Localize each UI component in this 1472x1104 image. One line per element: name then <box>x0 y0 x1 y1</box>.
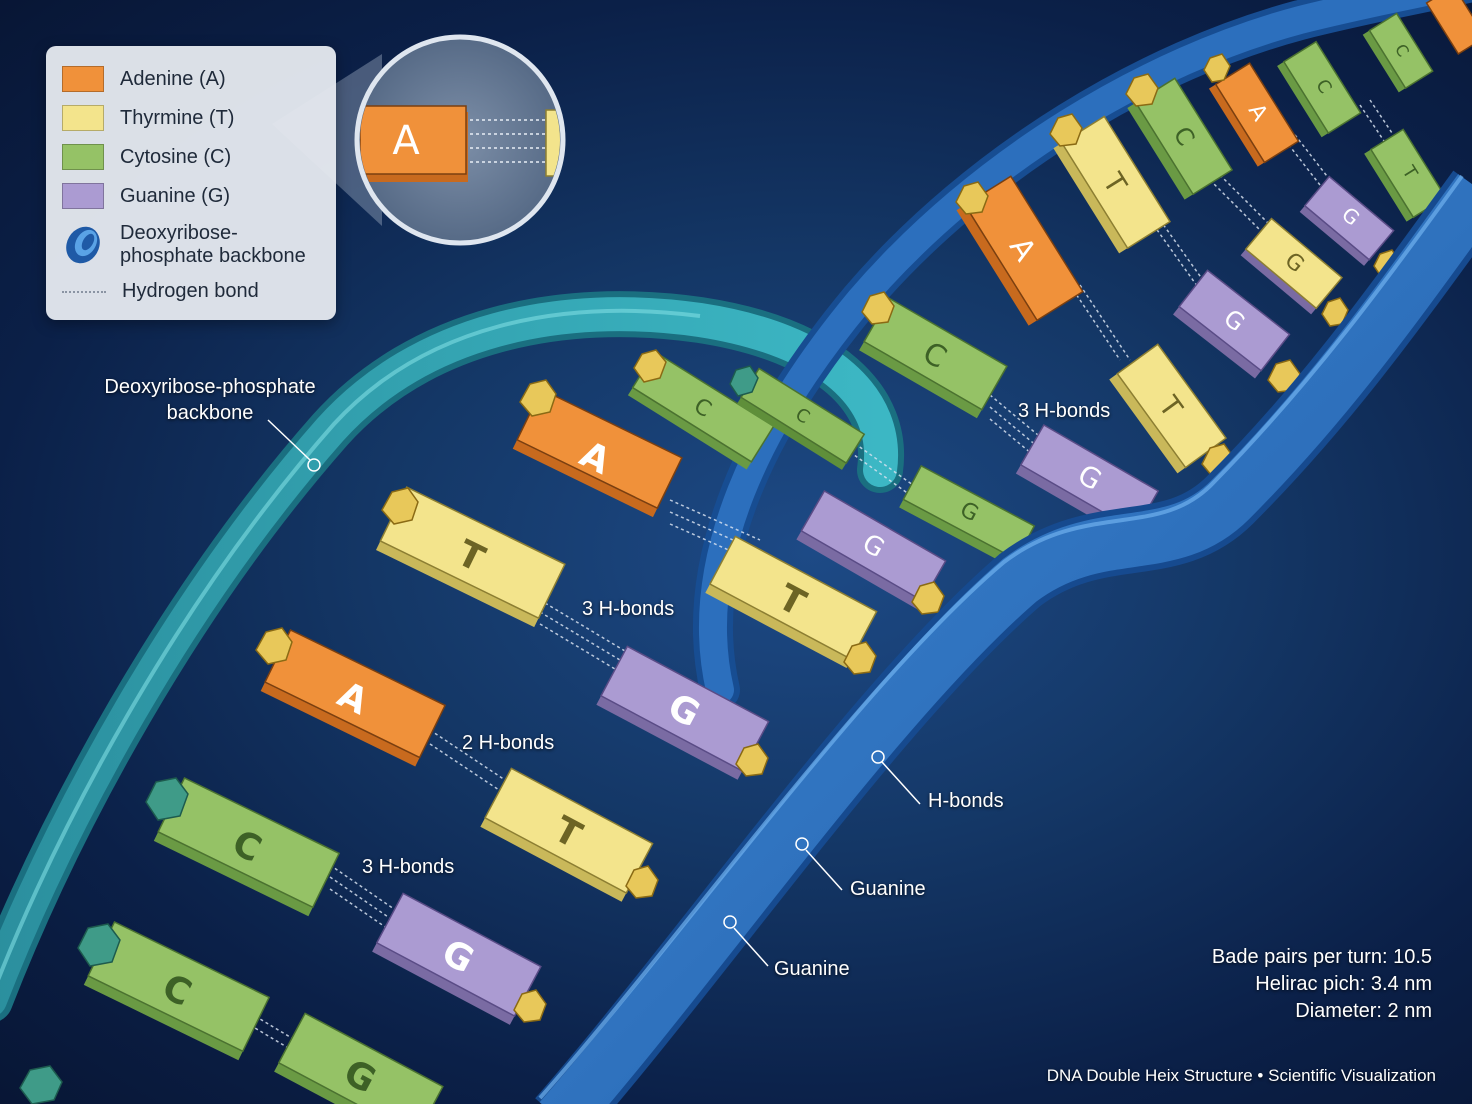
callout-hbonds-two: 2 H-bonds <box>462 732 555 754</box>
structure-facts: Bade pairs per turn: 10.5 Helirac pich: … <box>1212 944 1432 1025</box>
base-cytosine: C <box>1362 12 1434 93</box>
legend-label: Guanine (G) <box>120 184 231 207</box>
base-guanine: G <box>1240 217 1344 315</box>
callout-guanine-upper: Guanine <box>850 878 926 900</box>
base-adenine: A <box>512 388 683 518</box>
base-pairs: A T A C C C C <box>83 0 1472 1104</box>
callout-hbonds-upper: 3 H-bonds <box>1018 400 1111 422</box>
legend-swatch <box>62 105 104 131</box>
magnifier-callout: A <box>272 34 566 246</box>
legend-item-hydrogen-bond: Hydrogen bond <box>62 280 259 303</box>
base-thymine: T <box>1364 128 1447 222</box>
callout-leaders <box>267 419 921 967</box>
base-guanine: G <box>796 489 947 610</box>
base-adenine: A <box>956 175 1084 326</box>
legend: Adenine (A) Thyrmine (T) Cytosine (C) Gu… <box>46 46 336 320</box>
callout-guanine-lower: Guanine <box>774 958 850 980</box>
base-thymine: T <box>1053 115 1172 254</box>
legend-item-backbone: Deoxyribose-phosphate backbone <box>62 222 330 268</box>
legend-label: Deoxyribose-phosphate backbone <box>120 222 306 267</box>
backbone-ribbon-icon <box>66 226 100 264</box>
base-cytosine: C <box>1277 40 1362 138</box>
base-cytosine: C <box>859 297 1008 419</box>
callout-hbonds-middle: 3 H-bonds <box>582 598 675 620</box>
base-guanine: G <box>596 645 770 780</box>
backbone-strand-front <box>535 170 1472 1104</box>
base-adenine: A <box>1208 62 1300 167</box>
base-adenine <box>1425 0 1472 55</box>
footer-caption: DNA Double Heix Structure • Scientific V… <box>1046 1066 1436 1085</box>
base-thymine: T <box>480 767 654 902</box>
base-guanine: G <box>372 892 542 1025</box>
legend-label: Thyrmine (T) <box>120 106 235 129</box>
base-thymine: T <box>705 535 878 669</box>
base-guanine: G <box>1299 175 1395 266</box>
fact-diameter: Diameter: 2 nm <box>1295 1000 1432 1022</box>
legend-item-adenine: Adenine (A) <box>62 66 226 92</box>
callout-hbonds: H-bonds <box>928 790 1004 812</box>
callout-hbonds-lower: 3 H-bonds <box>362 856 455 878</box>
base-guanine: G <box>1173 269 1291 379</box>
base-cytosine: C <box>736 367 866 470</box>
hydrogen-bond-icon <box>62 290 106 293</box>
legend-swatch <box>62 144 104 170</box>
base-adenine: A <box>260 628 447 767</box>
base-cytosine: G <box>274 1012 444 1104</box>
callout-backbone: Deoxyribose-phosphate backbone <box>104 376 316 424</box>
legend-item-cytosine: Cytosine (C) <box>62 144 231 170</box>
legend-item-guanine: Guanine (G) <box>62 183 230 209</box>
base-thymine: T <box>1109 343 1228 474</box>
base-cytosine: G <box>899 464 1036 568</box>
legend-label: Hydrogen bond <box>122 280 259 302</box>
legend-label: Adenine (A) <box>120 67 226 90</box>
base-cytosine: C <box>627 350 775 470</box>
base-cytosine: C <box>83 920 271 1061</box>
legend-swatch <box>62 66 104 92</box>
magnifier-base-letter: A <box>392 118 420 164</box>
fact-base-pairs: Bade pairs per turn: 10.5 <box>1211 946 1432 968</box>
legend-item-thymine: Thyrmine (T) <box>62 105 234 131</box>
legend-label: Cytosine (C) <box>120 145 232 168</box>
backbone-strand-back-upper <box>693 0 1472 710</box>
base-cytosine: C <box>1127 77 1234 200</box>
legend-swatch <box>62 183 104 209</box>
fact-helical-pitch: Helirac pich: 3.4 nm <box>1255 973 1432 995</box>
